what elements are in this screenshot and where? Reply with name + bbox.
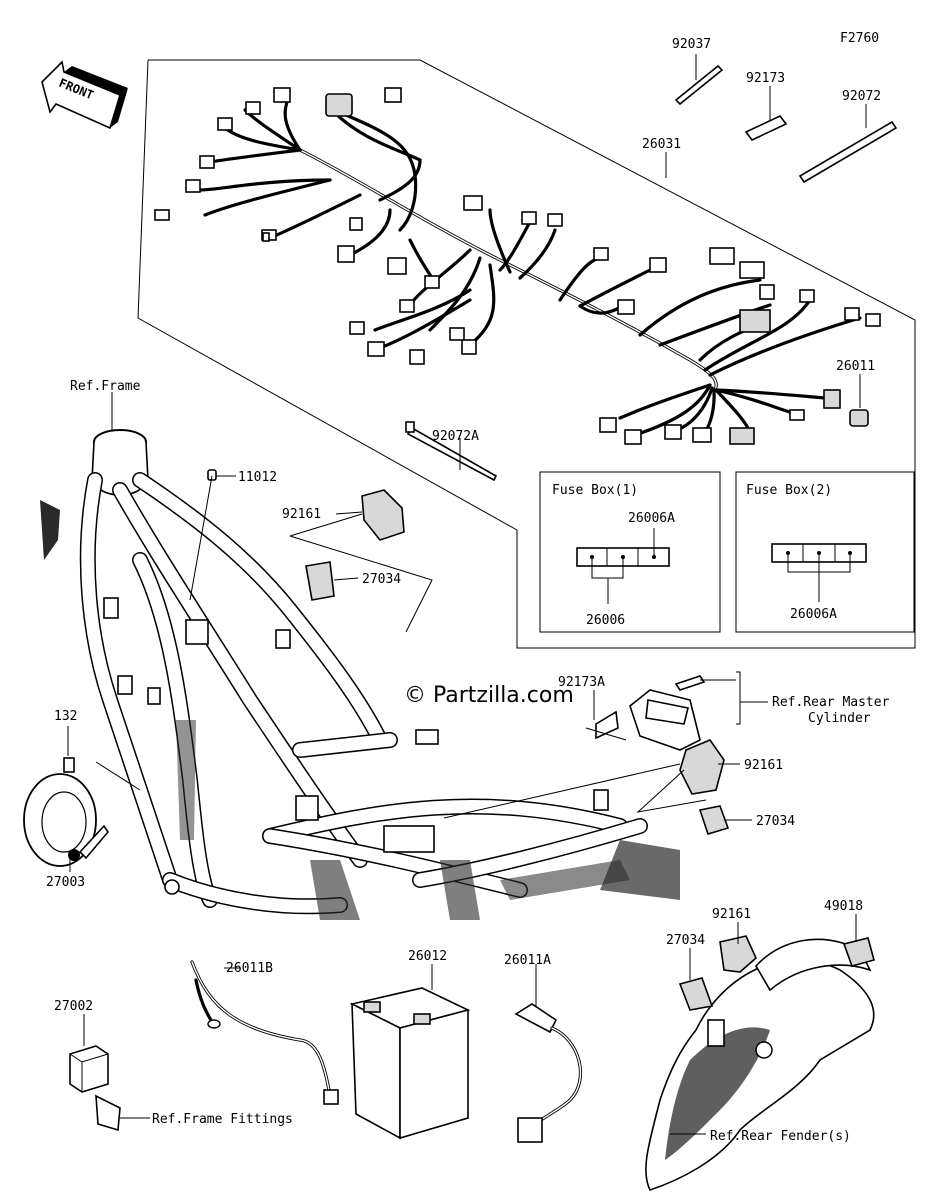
label-26011b: 26011B: [226, 961, 273, 976]
label-27002: 27002: [54, 999, 93, 1014]
frame-drawing: [40, 429, 680, 920]
lead-26011-drawing: [849, 409, 869, 427]
label-92161-top: 92161: [282, 507, 321, 522]
fuse-box-1-bottom-part: 26006: [586, 613, 625, 628]
fuse-box-1-title: Fuse Box(1): [552, 483, 638, 498]
battery-26012-drawing: [349, 987, 471, 1140]
tie-92072-drawing: [798, 120, 898, 184]
label-26012: 26012: [408, 949, 447, 964]
label-27003: 27003: [46, 875, 85, 890]
label-27034-right: 27034: [756, 814, 795, 829]
label-ref-rear-fender: Ref.Rear Fender(s): [710, 1129, 851, 1144]
relay-92161-right-drawing: [636, 739, 730, 835]
main-harness-drawing: [154, 87, 881, 445]
label-92072a: 92072A: [432, 429, 479, 444]
label-49018: 49018: [824, 899, 863, 914]
label-92037: 92037: [672, 37, 711, 52]
label-92173: 92173: [746, 71, 785, 86]
relay-92161-top-drawing: [207, 469, 433, 633]
fuse-box-1-panel: Fuse Box(1) 26006A 26006: [539, 471, 721, 633]
label-26011: 26011: [836, 359, 875, 374]
label-92173a: 92173A: [558, 675, 605, 690]
label-92161-fender: 92161: [712, 907, 751, 922]
tie-92072a-drawing: [405, 421, 498, 482]
label-132: 132: [54, 709, 77, 724]
relay-27002-drawing: [69, 1045, 121, 1132]
watermark: © Partzilla.com: [404, 683, 574, 708]
label-11012: 11012: [238, 470, 277, 485]
rear-master-bracket-drawing: [585, 671, 768, 751]
label-ref-frame-fittings: Ref.Frame Fittings: [152, 1112, 293, 1127]
fuse-box-2-bottom-part: 26006A: [790, 607, 837, 622]
label-27034-fender: 27034: [666, 933, 705, 948]
fuse-box-2-panel: Fuse Box(2) 26006A: [735, 471, 915, 633]
label-26011a: 26011A: [504, 953, 551, 968]
harness-outline: [137, 59, 916, 649]
label-27034-top: 27034: [362, 572, 401, 587]
leader-lines: [67, 54, 867, 1135]
label-92072: 92072: [842, 89, 881, 104]
lead-26011b-drawing: [190, 960, 339, 1105]
front-arrow-icon: FRONT: [41, 60, 128, 130]
fuse-box-1-top-part: 26006A: [628, 511, 675, 526]
callout-labels: 92037 92173 92072 26031 26011 92072A Ref…: [46, 37, 890, 1144]
clamp-92173-drawing: [744, 114, 788, 142]
bracket-92037-drawing: [674, 64, 724, 106]
label-26031: 26031: [642, 137, 681, 152]
label-92161-right: 92161: [744, 758, 783, 773]
label-ref-frame: Ref.Frame: [70, 379, 141, 394]
rear-fender-drawing: [645, 935, 875, 1191]
horn-27003-drawing: [23, 757, 109, 867]
label-ref-rear-master-line1: Ref.Rear Master: [772, 695, 890, 710]
label-ref-rear-master-line2: Cylinder: [808, 711, 871, 726]
lead-26011a-drawing: [514, 1003, 582, 1143]
fuse-box-2-title: Fuse Box(2): [746, 483, 832, 498]
figure-code: F2760: [840, 31, 879, 46]
